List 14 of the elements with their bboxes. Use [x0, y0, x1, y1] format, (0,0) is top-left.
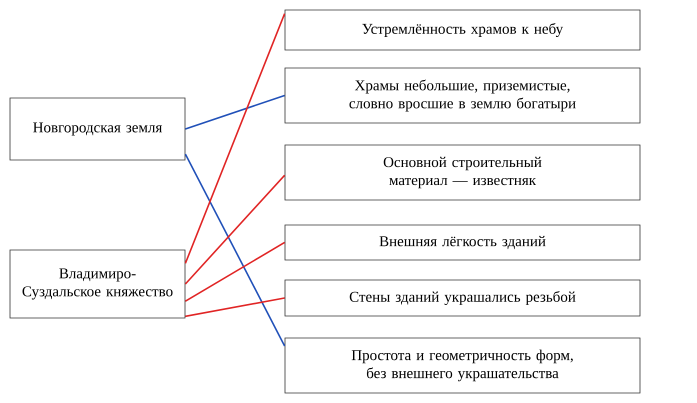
text-box: Внешняя лёгкость зданий — [284, 224, 640, 260]
text-box: Стены зданий украшались резьбой — [284, 280, 640, 316]
text-box: Простота и геометричность форм, без внешнего украшательства — [284, 338, 640, 394]
text-box: Владимиро-Суздальское княжество — [10, 250, 186, 318]
connector-line — [184, 13, 286, 264]
connector-line — [184, 174, 286, 285]
text-box: Храмы небольшие, приземистые, словно вросшие в землю богатыри — [284, 68, 640, 124]
text-box: Основной строительный материал — известняк — [284, 144, 640, 200]
text-box: Новгородская земля — [10, 98, 186, 160]
connector-line — [184, 154, 286, 346]
connector-line — [185, 297, 285, 318]
connector-line — [185, 242, 285, 302]
text-box: Устремлённость храмов к небу — [284, 10, 640, 50]
connector-line — [185, 94, 285, 130]
